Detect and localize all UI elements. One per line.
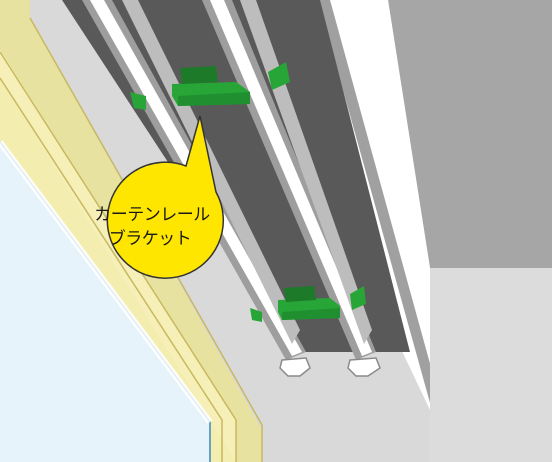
callout-label-line2: ブラケット: [109, 228, 192, 249]
bracket-upper-top: [180, 66, 218, 84]
callout-label-line1: カーテンレール: [94, 205, 210, 225]
ceiling-right: [430, 268, 552, 462]
bracket-lower-top: [284, 286, 316, 302]
